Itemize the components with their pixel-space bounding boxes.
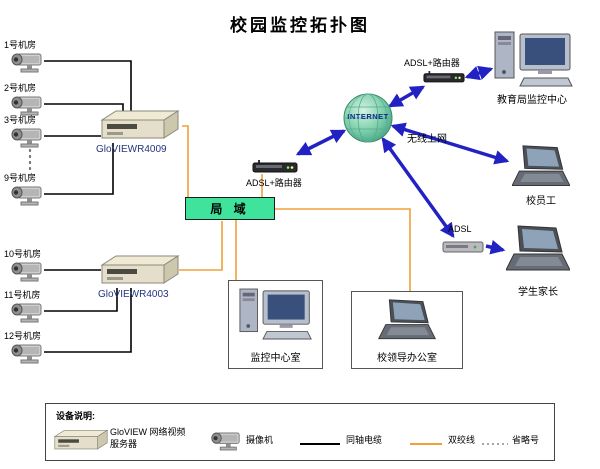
lan-box: 局 域: [185, 197, 275, 220]
adsl-modem-icon: [442, 239, 484, 253]
room-label: 12号机房: [4, 331, 42, 341]
link-router-internet: [295, 129, 347, 156]
staff-label: 校员工: [526, 196, 556, 207]
legend-coax-label: 同轴电缆: [346, 435, 383, 445]
video-server-label-top: GloVIEWR4009: [96, 144, 167, 155]
room-label: 11号机房: [4, 290, 41, 300]
room-node-1: 1号机房: [2, 38, 44, 73]
legend-twisted-pair-line: [410, 443, 442, 445]
leader-office-box: 校领导办公室: [351, 291, 463, 369]
legend-ellipsis-line: [482, 443, 508, 445]
monitor-room-computer-icon: [239, 287, 313, 341]
room-node-2: 2号机房: [2, 81, 44, 116]
camera-icon: [8, 302, 44, 323]
camera-icon: [8, 261, 44, 282]
coax-cable-lines: [44, 60, 132, 353]
wireless-label: 无线上网: [407, 134, 447, 145]
legend-coax-line: [300, 443, 340, 445]
parents-laptop-icon: [506, 224, 570, 276]
adsl-label: ADSL: [448, 224, 472, 234]
legend-twisted-pair-label: 双绞线: [448, 435, 476, 445]
room-label: 1号机房: [4, 40, 37, 50]
room-label: 3号机房: [4, 115, 37, 125]
legend-ellipsis-label: 省略号: [512, 435, 540, 445]
diagram-title: 校园监控拓扑图: [230, 16, 370, 35]
monitor-room-box: 监控中心室: [228, 280, 323, 369]
room-label: 10号机房: [4, 249, 42, 259]
video-server-icon-bottom: [98, 253, 182, 287]
camera-icon: [8, 343, 44, 364]
link-top-router-edu-pc: [464, 65, 494, 81]
room-node-11: 11号机房: [2, 288, 44, 323]
legend-camera-icon: [208, 431, 242, 451]
internet-link-arrows: [295, 65, 510, 255]
legend-camera-label: 摄像机: [246, 435, 274, 445]
edu-center-label: 教育局监控中心: [497, 95, 567, 106]
leader-office-label: 校领导办公室: [377, 353, 437, 364]
legend-title: 设备说明:: [56, 411, 95, 421]
legend-server-icon: [52, 428, 110, 452]
leader-office-laptop-icon: [376, 298, 438, 344]
video-server-label-bottom: GloVIEWR4003: [98, 289, 169, 300]
parents-label: 学生家长: [518, 287, 558, 298]
adsl-router-icon-top: [423, 70, 465, 83]
legend-server-label: GloVIEW 网络视频服务器: [110, 427, 186, 449]
room-node-10: 10号机房: [2, 247, 44, 282]
monitor-room-label: 监控中心室: [250, 353, 301, 364]
adsl-router-label-top: ADSL+路由器: [404, 58, 460, 68]
room-label: 2号机房: [4, 83, 37, 93]
adsl-router-label-center: ADSL+路由器: [246, 178, 302, 188]
adsl-router-icon-center: [252, 159, 298, 173]
room-node-9: 9号机房: [2, 171, 44, 206]
room-label: 9号机房: [4, 173, 37, 183]
room-node-12: 12号机房: [2, 329, 44, 364]
link-internet-adsl: [381, 137, 455, 238]
room-node-3: 3号机房: [2, 113, 44, 148]
camera-icon: [8, 185, 44, 206]
edu-center-computer-icon: [494, 30, 574, 88]
link-internet-top-router: [387, 85, 426, 108]
legend-box: 设备说明: GloVIEW 网络视频服务器 摄像机 同轴电缆 双绞线 省略号: [45, 403, 555, 461]
staff-laptop-icon: [512, 144, 570, 191]
link-adsl-parents: [485, 240, 506, 255]
video-server-icon-top: [98, 108, 182, 142]
camera-icon: [8, 52, 44, 73]
internet-label: INTERNET: [347, 112, 389, 121]
camera-icon: [8, 127, 44, 148]
